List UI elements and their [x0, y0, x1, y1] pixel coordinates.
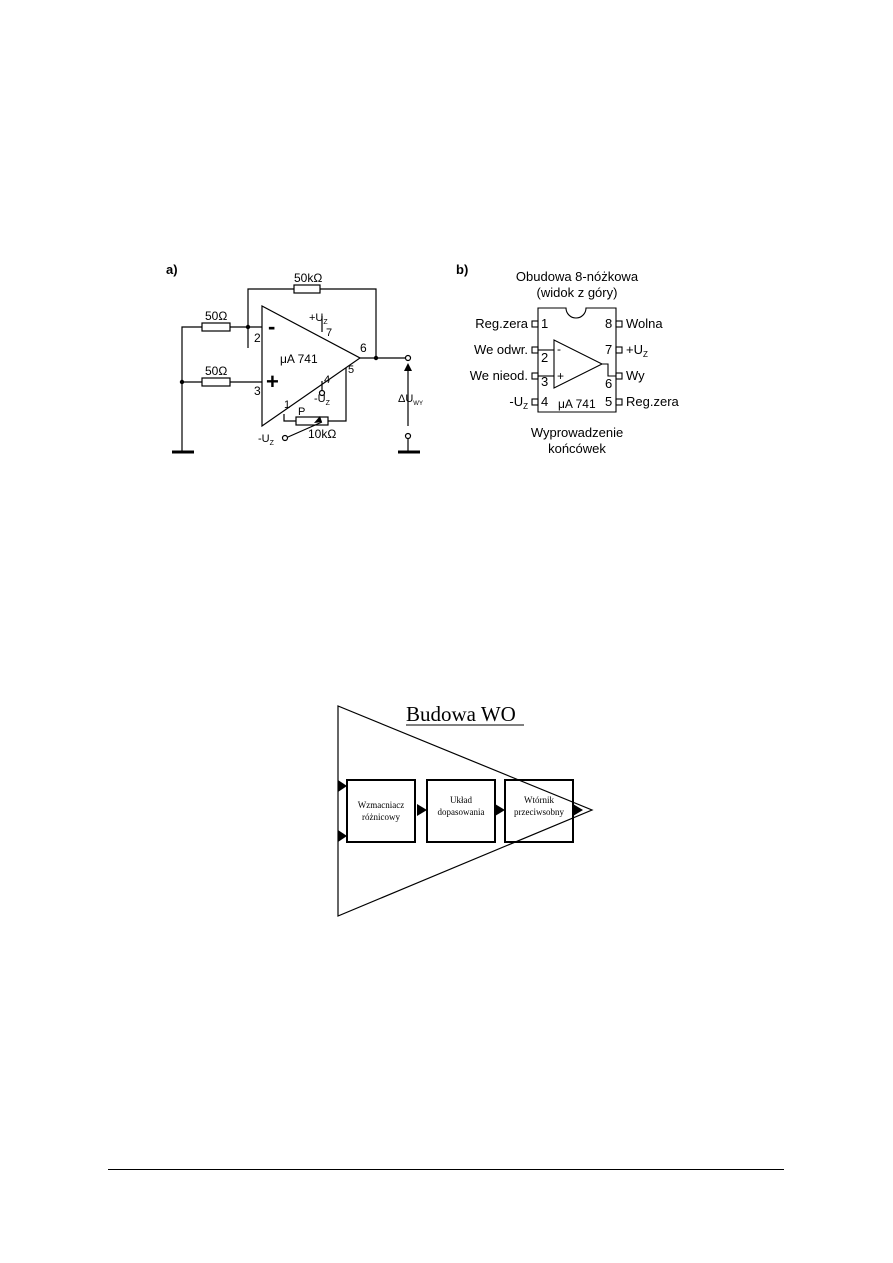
figure-b-pinout: b) Obudowa 8-nóżkowa (widok z góry) Reg.…: [456, 262, 680, 456]
output-voltage-label: ΔUWY: [398, 393, 423, 407]
pin-left-2-name: We odwr.: [474, 342, 528, 357]
wo-title: Budowa WO: [406, 702, 516, 726]
pin-right-6-name: Wy: [626, 368, 645, 383]
chip-plus-sign: +: [557, 369, 564, 383]
pin-left-1-name: Reg.zera: [475, 316, 529, 331]
figure-a-opamp-circuit: a) 50kΩ 50Ω 50Ω - + μA 741 2 3 7 4 6 5 1…: [166, 262, 423, 454]
package-title-line2: (widok z góry): [537, 285, 618, 300]
chip-minus-sign: -: [557, 342, 561, 356]
input-resistor-top: [201, 322, 231, 332]
pot-value-label: 10kΩ: [308, 427, 336, 441]
block-1-line1: Wzmacniacz: [358, 800, 404, 810]
feedback-resistor: [293, 284, 321, 294]
pinout-caption-line2: końcówek: [548, 441, 606, 456]
pin-6-label: 6: [360, 341, 367, 355]
package-title-line1: Obudowa 8-nóżkowa: [516, 269, 639, 284]
pin-right-5-num: 5: [605, 394, 612, 409]
pin-right-5-name: Reg.zera: [626, 394, 680, 409]
block-1-line2: różnicowy: [362, 812, 400, 822]
pin-left-1-num: 1: [541, 316, 548, 331]
pin-1-label: 1: [284, 399, 290, 411]
pin-4-label: 4: [324, 374, 330, 386]
feedback-resistor-label: 50kΩ: [294, 271, 322, 285]
opamp-triangle: [261, 305, 362, 428]
pin-left-3-name: We nieod.: [470, 368, 528, 383]
dip8-package: [537, 307, 617, 413]
pin-right-7-name: +UZ: [626, 342, 648, 359]
pin-left-3-num: 3: [541, 374, 548, 389]
pinout-caption-line1: Wyprowadzenie: [531, 425, 623, 440]
pin-left-2-num: 2: [541, 350, 548, 365]
supply-minus-label: -UZ: [314, 393, 331, 407]
pin-right-8-num: 8: [605, 316, 612, 331]
plus-input-sign: +: [266, 369, 279, 394]
pin-left-4-name: -UZ: [509, 394, 528, 411]
pot-label: P: [298, 406, 305, 418]
pin-right-7-num: 7: [605, 342, 612, 357]
input-resistor-bottom: [201, 377, 231, 387]
pin-3-label: 3: [254, 384, 261, 398]
pin-2-label: 2: [254, 331, 261, 345]
figure-b-label: b): [456, 262, 468, 277]
minus-input-sign: -: [268, 314, 275, 339]
chip-name: μA 741: [558, 397, 596, 411]
pin-right-8-name: Wolna: [626, 316, 663, 331]
block-2-line2: dopasowania: [438, 807, 485, 817]
figure-opamp-structure: Budowa WO Wzmacniacz różnicowy Układ dop…: [330, 688, 610, 923]
footer-rule: [108, 1169, 784, 1170]
block-differential-amplifier: [346, 779, 416, 843]
wo-triangle: [337, 705, 594, 917]
input-resistor-top-label: 50Ω: [205, 309, 227, 323]
chip-opamp-triangle: [553, 339, 604, 389]
block-3-line1: Wtórnik: [524, 795, 554, 805]
neg-supply-label: -UZ: [258, 433, 275, 447]
pin-7-label: 7: [326, 327, 332, 339]
potentiometer: [295, 416, 329, 426]
block-2-line1: Układ: [450, 795, 472, 805]
opamp-name: μA 741: [280, 352, 318, 366]
pin-left-4-num: 4: [541, 394, 548, 409]
figure-a-label: a): [166, 262, 178, 277]
supply-plus-label: +UZ: [309, 312, 328, 326]
block-3-line2: przeciwsobny: [514, 807, 564, 817]
pin-5-label: 5: [348, 364, 354, 376]
input-resistor-bottom-label: 50Ω: [205, 364, 227, 378]
pin-right-6-num: 6: [605, 376, 612, 391]
